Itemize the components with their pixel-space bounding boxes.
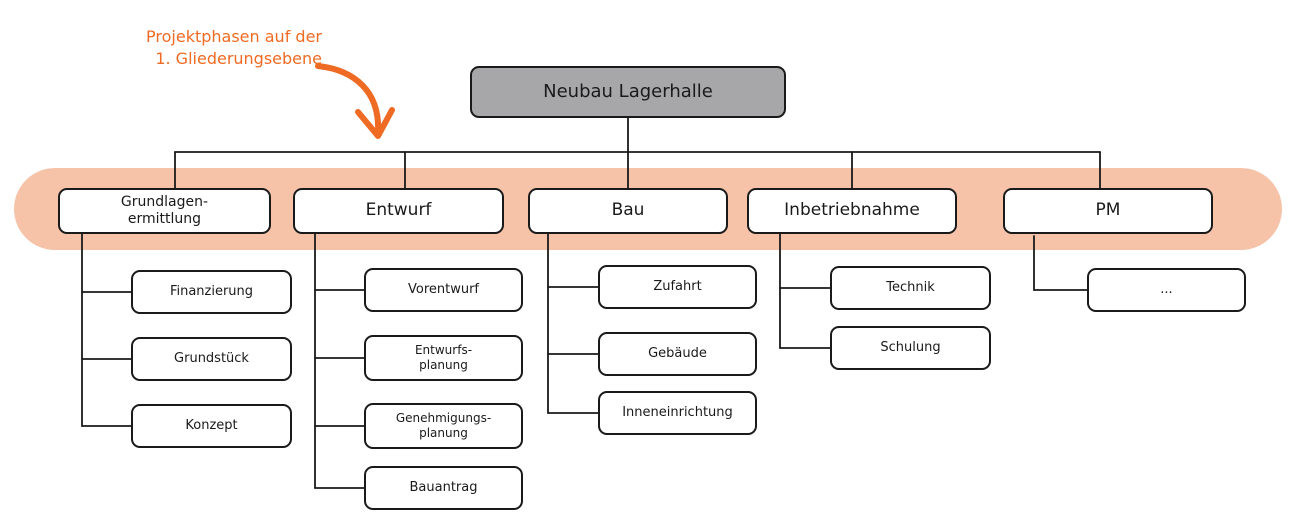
annotation-label: Projektphasen auf der 1. Gliederungseben…: [146, 27, 322, 68]
task-node-entwurfsplanung: Entwurfs- planung: [364, 335, 523, 381]
task-node-zufahrt: Zufahrt: [598, 265, 757, 309]
annotation-arrowhead-icon: [355, 107, 395, 139]
task-node-ellipsis: ...: [1087, 268, 1246, 312]
task-node-finanzierung: Finanzierung: [131, 270, 292, 314]
phase-node-pm: PM: [1003, 188, 1213, 234]
phase-node-inbetriebnahme: Inbetriebnahme: [747, 188, 957, 234]
task-node-grundstueck: Grundstück: [131, 337, 292, 381]
task-node-schulung: Schulung: [830, 326, 991, 370]
task-node-inneneinrichtung: Inneneinrichtung: [598, 391, 757, 435]
annotation-arrow-icon: [315, 63, 382, 135]
task-node-vorentwurf: Vorentwurf: [364, 268, 523, 312]
task-node-technik: Technik: [830, 266, 991, 310]
task-node-gebaeude: Gebäude: [598, 332, 757, 376]
task-node-bauantrag: Bauantrag: [364, 466, 523, 510]
task-node-genehmigungsplanung: Genehmigungs- planung: [364, 403, 523, 449]
phase-node-entwurf: Entwurf: [293, 188, 504, 234]
phase-node-bau: Bau: [528, 188, 728, 234]
phase-node-grundlagenermittlung: Grundlagen- ermittlung: [58, 188, 271, 234]
task-node-konzept: Konzept: [131, 404, 292, 448]
root-node: Neubau Lagerhalle: [470, 66, 786, 118]
